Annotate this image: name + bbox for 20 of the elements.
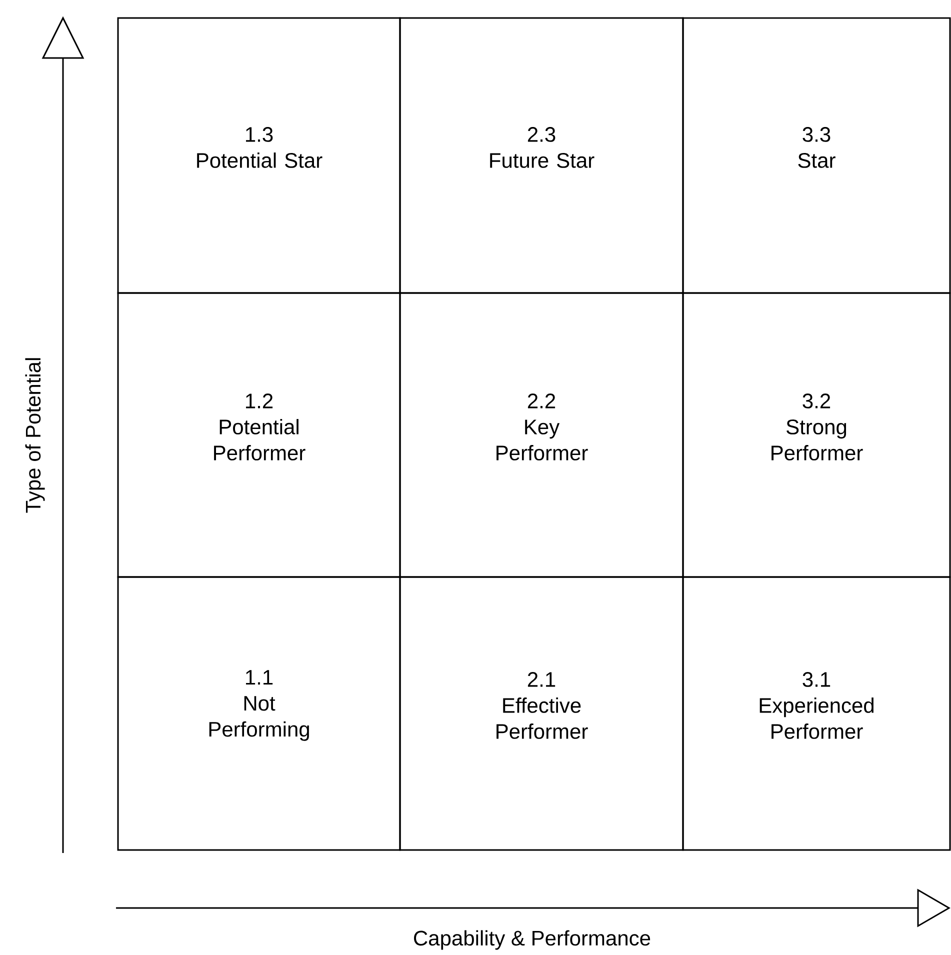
axis-label: Type of Potential — [25, 358, 45, 513]
grid-cell — [682, 292, 951, 578]
cell-text: 3.3 Star — [798, 127, 836, 168]
cell-text: 3.1 Experienced Performer — [760, 672, 874, 739]
axis-label: Capability & Performance — [414, 930, 650, 950]
grid-cell — [682, 17, 951, 294]
cell-text: 2.1 Effective Performer — [496, 672, 588, 739]
grid-cell — [117, 292, 401, 578]
cell-text: 3.2 Strong Performer — [772, 394, 863, 460]
cell-text: 1.2 Potential Performer — [214, 394, 306, 460]
grid-cell — [399, 576, 684, 851]
grid-cell — [117, 17, 401, 294]
grid-cell — [117, 576, 401, 851]
cell-text: 2.2 Key Performer — [496, 394, 588, 460]
grid-cell — [399, 292, 684, 578]
cell-text: 2.3 Future Star — [490, 127, 594, 168]
cell-text: 1.1 Not Performing — [209, 670, 309, 741]
grid-cell — [682, 576, 951, 851]
grid-cell — [399, 17, 684, 294]
cell-text: 1.3 Potential Star — [197, 127, 322, 168]
